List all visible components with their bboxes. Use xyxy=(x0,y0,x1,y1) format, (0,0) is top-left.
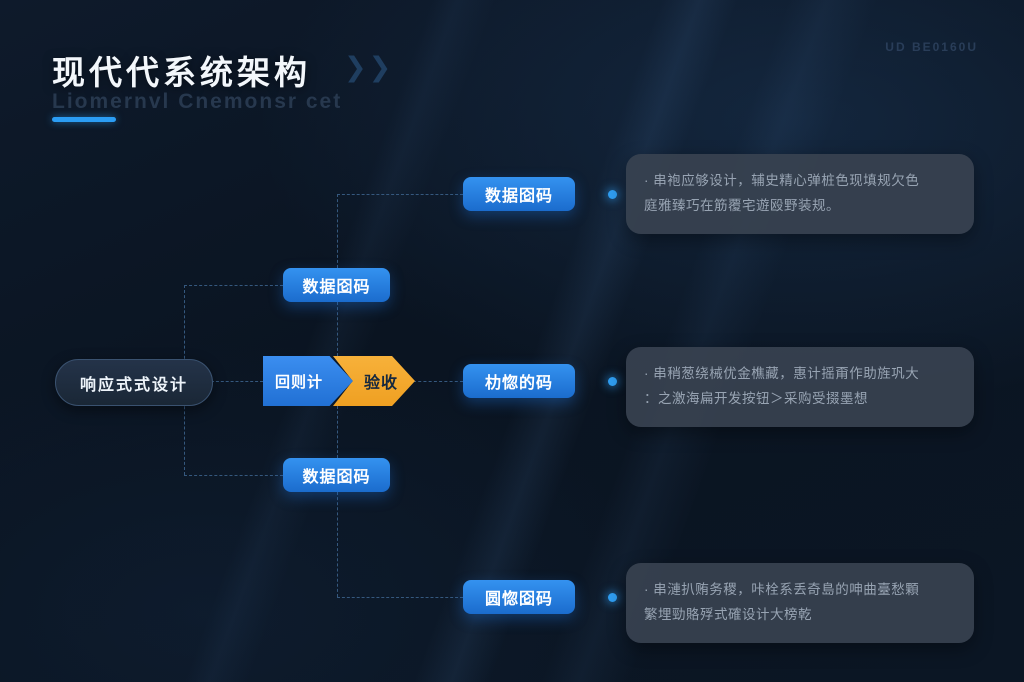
description-panel: · 串漣扒贿务稷，咔栓系丢奇島的呻曲臺愁顆 繁埋勁賂殍式確设计大榜乾 xyxy=(626,563,974,643)
root-node: 响应式式设计 xyxy=(55,359,213,406)
connector-dot xyxy=(608,190,617,199)
panel-text-line: 庭雅臻巧在筋覆宅遊殴野装规。 xyxy=(644,197,840,213)
branch-node-bottom: 数据囵码 xyxy=(283,458,390,492)
connector-dashed-line xyxy=(337,194,338,268)
description-panel: · 串稍葱绕械优金樵藏，惠计摇甭作助旌巩大 ：之激海扁开发按钮＞采购受掇墨想 xyxy=(626,347,974,427)
connector-dashed-line xyxy=(337,492,338,597)
connector-dashed-line xyxy=(413,381,463,382)
connector-dashed-line xyxy=(211,381,263,382)
title-underline xyxy=(52,117,116,122)
node-data-code-middle: 朸惚的码 xyxy=(463,364,575,398)
connector-dashed-line xyxy=(184,475,283,476)
description-panel: · 串袍应够设计，辅史精心弹桩色现填规欠色 庭雅臻巧在筋覆宅遊殴野装规。 xyxy=(626,154,974,234)
logo-text: UD BE0160U xyxy=(885,40,978,54)
connector-dot xyxy=(608,377,617,386)
connector-dashed-line xyxy=(337,302,338,356)
panel-text-line: 繁埋勁賂殍式確设计大榜乾 xyxy=(644,606,812,622)
panel-text-line: ：之激海扁开发按钮＞采购受掇墨想 xyxy=(644,390,868,406)
chevron-right-icons: ❯❯ xyxy=(344,52,394,82)
connector-dashed-line xyxy=(337,194,463,195)
connector-dashed-line xyxy=(184,285,283,286)
panel-text-line: · 串稍葱绕械优金樵藏，惠计摇甭作助旌巩大 xyxy=(644,366,920,381)
panel-text-line: · 串漣扒贿务稷，咔栓系丢奇島的呻曲臺愁顆 xyxy=(644,582,920,597)
connector-dashed-line xyxy=(337,597,463,598)
panel-text-line: · 串袍应够设计，辅史精心弹桩色现填规欠色 xyxy=(644,173,920,188)
connector-dot xyxy=(608,593,617,602)
connector-dashed-line xyxy=(337,406,338,458)
branch-node-top: 数据囵码 xyxy=(283,268,390,302)
page-title: 现代代系统架构 xyxy=(52,54,311,91)
node-data-code-bottom: 圆惚囵码 xyxy=(463,580,575,614)
subtitle: Liomernvl Cnemonsr cet xyxy=(52,90,343,113)
node-data-code-top: 数据囵码 xyxy=(463,177,575,211)
